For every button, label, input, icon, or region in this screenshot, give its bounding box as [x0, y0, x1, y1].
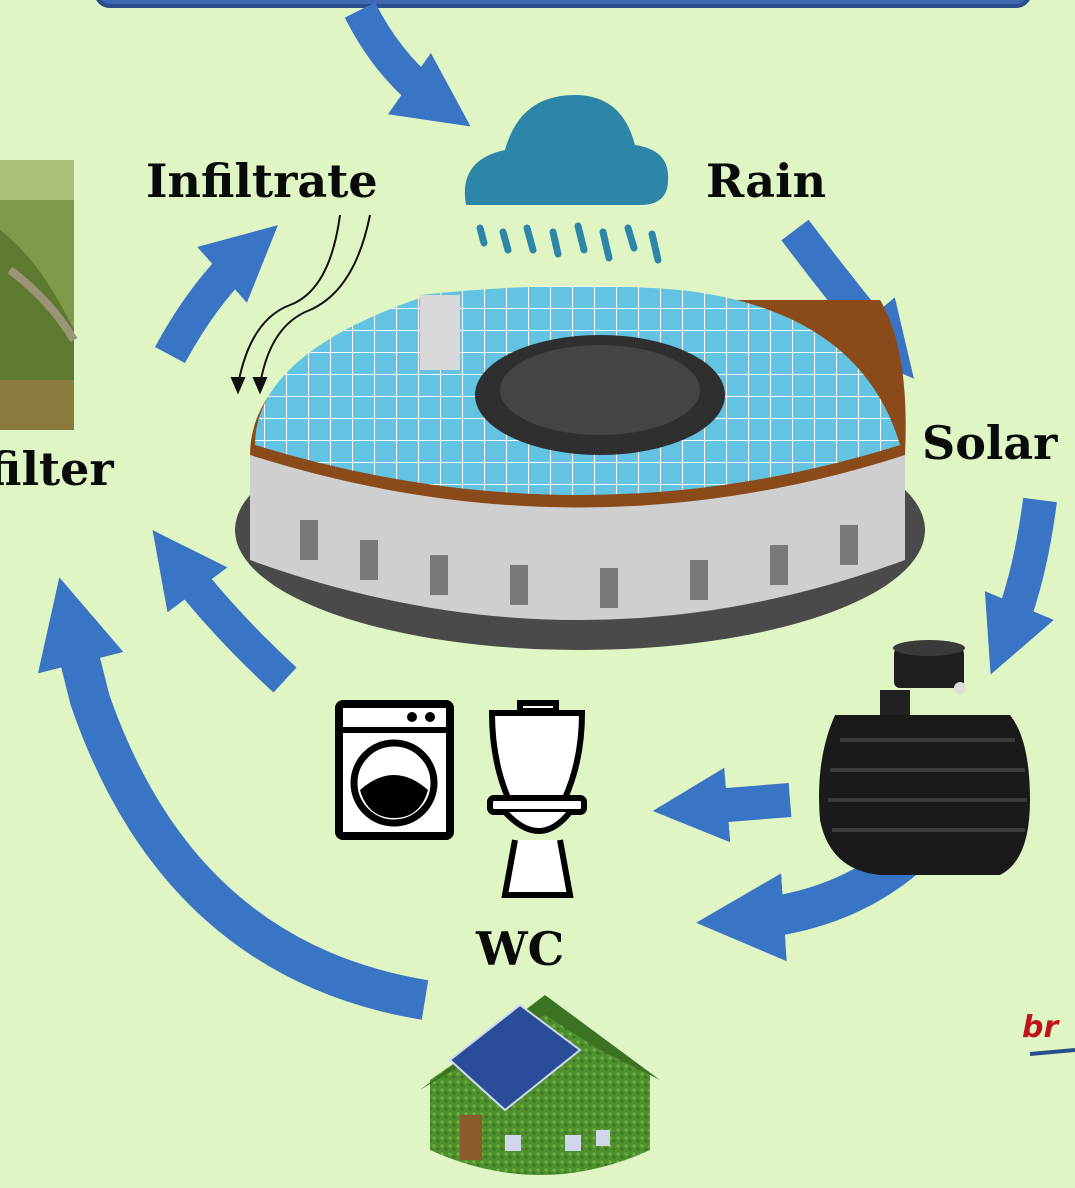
- arrow-house-to-filter: [37, 577, 429, 1020]
- washing-machine-icon: [335, 700, 454, 840]
- tank-icon: [819, 640, 1030, 875]
- brand-underline: [1029, 1048, 1075, 1056]
- brand-text: br: [1022, 1010, 1059, 1045]
- arrow-wc-to-filter: [152, 530, 297, 693]
- green-house-icon: [420, 995, 660, 1175]
- cloud-rain-icon: [464, 95, 669, 264]
- top-banner: [96, 0, 1030, 8]
- filter-label: filter: [0, 442, 114, 496]
- field-photo-icon: [0, 160, 78, 430]
- arrow-banner-to-cloud: [344, 2, 471, 127]
- rain-label: Rain: [706, 154, 827, 208]
- solar-building-icon: [235, 286, 925, 650]
- arrow-tank-to-wc: [652, 767, 792, 843]
- wc-label: WC: [476, 922, 565, 976]
- toilet-icon: [487, 700, 587, 898]
- arrow-solar-to-tank: [984, 497, 1057, 675]
- arrow-filter-to-infiltrate: [155, 225, 278, 364]
- solar-label: Solar: [922, 416, 1058, 470]
- infiltration-lines: [230, 214, 371, 395]
- infiltrate-label: Infiltrate: [146, 154, 378, 208]
